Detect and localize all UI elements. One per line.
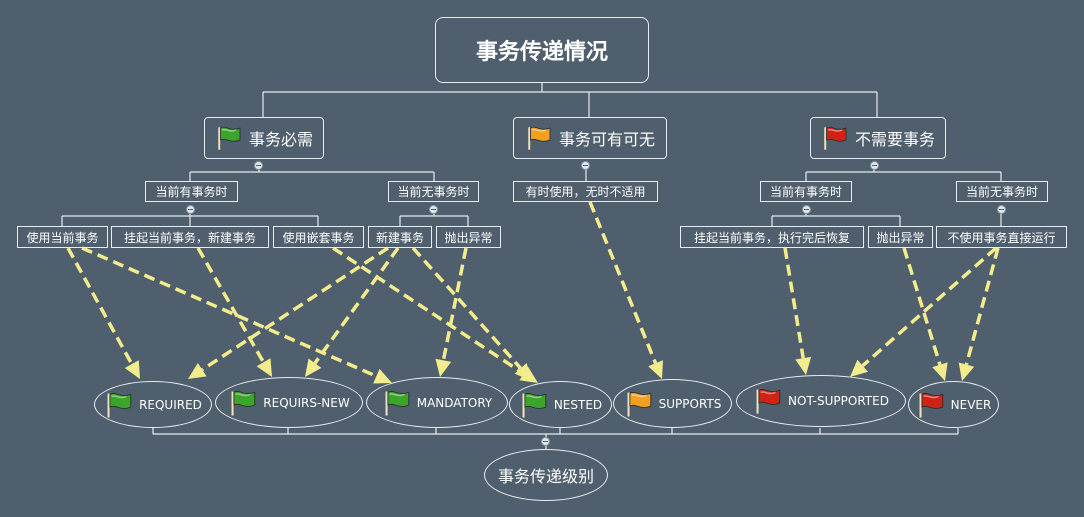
bottom-node[interactable]: 事务传递级别 — [484, 449, 608, 501]
arrow-head — [373, 368, 392, 384]
category-label: 事务必需 — [248, 130, 313, 149]
arrow-head — [648, 360, 663, 379]
category-label: 事务可有可无 — [558, 130, 655, 149]
collapse-toggle[interactable] — [541, 437, 550, 446]
level-label: REQUIRS-NEW — [263, 395, 350, 410]
condition-node[interactable]: 有时使用，无时不适用 — [513, 181, 658, 202]
dependency-arrow — [441, 247, 468, 361]
category-node-required[interactable]: 事务必需 — [204, 117, 324, 159]
level-never[interactable]: NEVER — [908, 381, 999, 428]
arrow-head — [850, 359, 868, 377]
green-flag-icon — [107, 392, 132, 418]
collapse-toggle[interactable] — [870, 161, 879, 170]
level-supports[interactable]: SUPPORTS — [613, 379, 732, 428]
level-nested[interactable]: NESTED — [509, 381, 612, 428]
arrow-head — [795, 356, 812, 375]
dependency-arrow — [783, 247, 805, 359]
dependency-arrow — [588, 201, 658, 364]
action-node[interactable]: 新建事务 — [368, 226, 432, 248]
orange-flag-icon — [527, 126, 551, 151]
collapse-toggle[interactable] — [186, 205, 195, 214]
dependency-arrow — [201, 246, 389, 372]
level-label: MANDATORY — [416, 395, 493, 410]
level-mandatory[interactable]: MANDATORY — [366, 377, 508, 428]
dependency-arrow — [196, 247, 266, 364]
action-node[interactable]: 抛出异常 — [868, 226, 933, 248]
arrow-head — [256, 358, 272, 377]
tree-connector — [771, 210, 901, 226]
arrow-head — [305, 358, 322, 377]
tree-connector — [152, 428, 959, 449]
action-node[interactable]: 挂起当前事务，执行完后恢复 — [680, 226, 864, 248]
action-node[interactable]: 挂起当前事务，新建事务 — [111, 226, 269, 248]
arrow-head — [124, 360, 140, 379]
dependency-arrow — [66, 247, 134, 365]
arrow-head — [188, 363, 207, 379]
category-label: 不需要事务 — [854, 130, 935, 149]
action-node[interactable]: 抛出异常 — [436, 226, 501, 248]
green-flag-icon — [521, 392, 547, 418]
tree-connector — [189, 166, 435, 181]
orange-flag-icon — [626, 391, 651, 417]
category-node-not-required[interactable]: 不需要事务 — [810, 117, 946, 159]
dependency-arrow — [902, 247, 942, 366]
action-node[interactable]: 使用嵌套事务 — [273, 226, 364, 248]
green-flag-icon — [231, 390, 256, 416]
arrow-head — [932, 362, 948, 381]
level-label: NEVER — [950, 397, 992, 412]
action-node[interactable]: 不使用事务直接运行 — [936, 226, 1067, 248]
level-label: NOT-SUPPORTED — [788, 394, 889, 408]
collapse-toggle[interactable] — [254, 161, 263, 170]
condition-node[interactable]: 当前无事务时 — [956, 181, 1048, 202]
arrow-head — [958, 362, 975, 381]
arrow-head — [435, 358, 452, 377]
red-flag-icon — [755, 388, 781, 415]
arrow-head — [514, 363, 532, 381]
green-flag-icon — [384, 390, 409, 416]
category-node-optional[interactable]: 事务可有可无 — [513, 117, 667, 159]
level-label: SUPPORTS — [658, 396, 722, 411]
green-flag-icon — [217, 126, 241, 151]
dependency-arrow — [81, 246, 378, 378]
dependency-arrow — [861, 246, 998, 368]
dependency-arrow — [411, 246, 523, 370]
red-flag-icon — [823, 126, 847, 151]
level-requires-new[interactable]: REQUIRS-NEW — [215, 377, 363, 428]
root-node[interactable]: 事务传递情况 — [435, 17, 649, 83]
condition-node[interactable]: 当前有事务时 — [145, 181, 238, 202]
level-not-supported[interactable]: NOT-SUPPORTED — [736, 375, 906, 427]
dependency-arrow — [332, 246, 525, 376]
collapse-toggle[interactable] — [581, 161, 590, 170]
red-flag-icon — [918, 392, 943, 418]
dependency-arrow — [313, 246, 400, 365]
tree-connector — [805, 166, 1002, 181]
collapse-toggle[interactable] — [802, 205, 811, 214]
level-label: REQUIRED — [139, 397, 202, 412]
level-required[interactable]: REQUIRED — [94, 381, 212, 428]
action-node[interactable]: 使用当前事务 — [17, 226, 108, 248]
dependency-arrow — [964, 247, 1000, 366]
level-label: NESTED — [553, 397, 603, 412]
tree-connector — [262, 83, 878, 117]
collapse-toggle[interactable] — [429, 205, 438, 214]
collapse-toggle[interactable] — [997, 205, 1006, 214]
condition-node[interactable]: 当前无事务时 — [388, 181, 479, 202]
condition-node[interactable]: 当前有事务时 — [760, 181, 852, 202]
